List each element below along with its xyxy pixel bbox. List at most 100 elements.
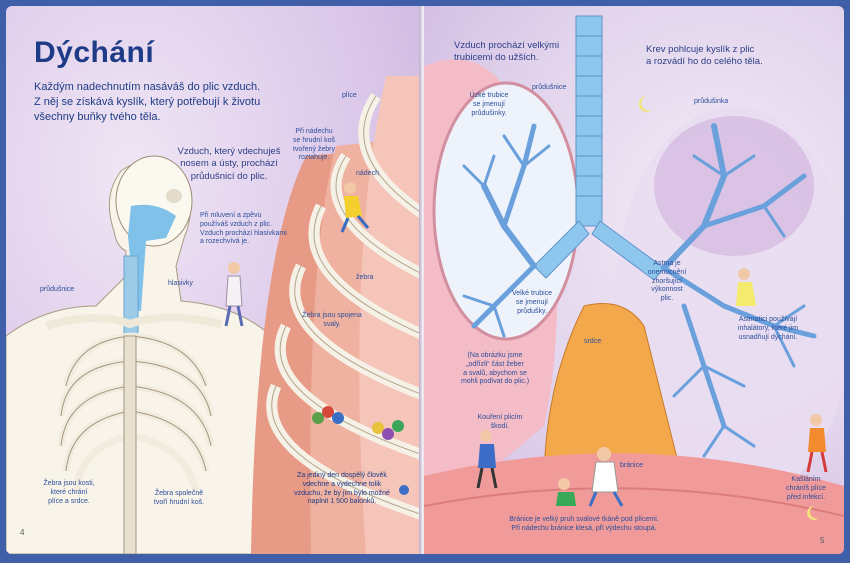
caption-line: Při mluvení a zpěvu	[200, 212, 262, 219]
balloons-caption: Za jediný den dospělý člověk vdechne a v…	[282, 472, 402, 507]
airways-caption: Vzduch prochází velkými trubicemi do užš…	[454, 40, 564, 65]
label-hlasivky: hlasivky	[168, 280, 193, 287]
page-number: 4	[20, 528, 25, 537]
label-prudusinka: průdušinka	[694, 98, 729, 105]
caption-line: zhoršující	[652, 277, 682, 285]
blood-caption: Krev pohlcuje kyslík z plic a rozvádí ho…	[646, 44, 796, 69]
label-prudusnice: průdušnice	[40, 286, 75, 293]
book-spine	[419, 6, 427, 554]
caption-line: Žebra jsou kosti,	[43, 480, 95, 487]
doctor-figure	[588, 447, 624, 507]
cough-caption: Kašláním chráníš plíce před infekcí.	[776, 476, 836, 502]
caption-line: Žebra společně	[154, 490, 204, 497]
caption-line: které chrání	[50, 488, 88, 496]
caption-line: Úzké trubice	[469, 92, 509, 99]
caption-line: se jmenují	[473, 100, 505, 108]
caption-line: naplnit 1 500 balonků.	[307, 498, 377, 506]
cutaway-note: (Na obrázku jsme „odřízli“ část žeber a …	[450, 352, 540, 387]
caption-line: výkonnost	[651, 286, 683, 294]
label-prudusnice: průdušnice	[532, 84, 567, 91]
bronchial-tree-right	[661, 123, 817, 458]
caption-line: Vzduch, který vdechuješ	[177, 146, 281, 157]
intro-line: všechny buňky tvého těla.	[34, 110, 161, 123]
right-illustration	[424, 15, 844, 554]
caption-line: vzduchu, že by jím bylo možné	[294, 489, 390, 497]
moon-decor	[638, 96, 652, 112]
caption-line: před infekcí.	[786, 493, 826, 501]
caption-line: usnadňují dýchání.	[738, 333, 798, 341]
caption-line: průdušnicí do plic.	[190, 170, 268, 182]
caption-line: a svalů, abychom se	[463, 369, 527, 377]
inhaler-caption: Astmatici používají inhalátory, které ji…	[728, 316, 808, 342]
ribs-expand-caption: Při nádechu se hrudní koš tvořený žebry …	[284, 128, 344, 163]
right-page: Vzduch prochází velkými trubicemi do užš…	[424, 6, 844, 554]
caption-line: onemocnění	[647, 268, 687, 276]
caption-line: inhalátory, které jim	[737, 324, 799, 332]
intro-line: Každým nadechnutím nasáváš do plic vzduc…	[34, 81, 261, 93]
diaphragm	[424, 453, 844, 554]
caption-line: Žebra jsou spojena	[302, 312, 362, 319]
breath-caption: Vzduch, který vdechuješ nosem a ústy, pr…	[164, 146, 294, 183]
caption-line: Kašláním	[791, 476, 821, 483]
singer-figure	[224, 262, 244, 327]
caption-line: roztahuje.	[298, 154, 330, 162]
bronchus-left	[533, 220, 590, 279]
caption-line: Bránice je velký pruh svalové tkáně pod …	[509, 516, 659, 523]
windpipe-tube	[575, 15, 603, 227]
collarbone	[44, 313, 222, 330]
diaphragm-line	[424, 487, 844, 517]
caption-line: Při nádechu bránice klesá, při výdechu s…	[511, 524, 657, 532]
page-number: 5	[820, 536, 825, 545]
caption-line: Vzduch prochází velkými	[454, 40, 560, 51]
falling-child-figure	[556, 478, 576, 506]
large-tubes-caption: Velké trubice se jmenují průdušky.	[502, 290, 562, 316]
caption-line: Krev pohlcuje kyslík z plic	[646, 44, 755, 55]
caption-line: Velké trubice	[511, 290, 553, 297]
caption-line: Astma je	[653, 260, 681, 267]
caption-line: trubicemi do užších.	[454, 52, 539, 64]
caption-line: Astmatici používají	[738, 316, 798, 323]
caption-line: nosem a ústy, prochází	[180, 158, 278, 170]
label-rib-cage: Žebra společně tvoří hrudní koš.	[144, 490, 214, 508]
caption-line: plic.	[660, 295, 674, 302]
label-zebra: žebra	[356, 274, 374, 281]
asthma-caption: Astma je onemocnění zhoršující výkonnost…	[642, 260, 692, 304]
caption-line: Při nádechu	[295, 128, 333, 135]
smoking-caption: Kouření plicím škodí.	[470, 414, 530, 432]
caption-line: (Na obrázku jsme	[467, 352, 523, 359]
singer-caption: Při mluvení a zpěvu používáš vzduch z pl…	[200, 212, 310, 247]
label-muscles: Žebra jsou spojena svaly.	[292, 312, 372, 330]
caption-line: tvoří hrudní koš.	[153, 498, 205, 506]
caption-line: vdechne a vydechne tolik	[302, 480, 382, 488]
caption-line: Kouření plicím	[477, 414, 523, 421]
caption-line: plíce a srdce.	[48, 497, 90, 505]
windpipe-rings	[576, 35, 602, 197]
child-figure	[340, 182, 370, 233]
caption-line: chráníš plíce	[786, 484, 826, 492]
left-illustration	[6, 76, 422, 554]
bronchus-right	[591, 220, 665, 281]
caption-line: „odřízli“ část žeber	[466, 360, 524, 368]
spine	[123, 335, 137, 554]
caption-line: škodí.	[490, 422, 510, 430]
rib-outline	[60, 335, 212, 472]
intro-text: Každým nadechnutím nasáváš do plic vzduc…	[34, 80, 334, 125]
moon-decor	[807, 506, 819, 520]
label-plice: plíce	[342, 92, 357, 99]
label-branice: bránice	[620, 462, 643, 469]
diaphragm-caption: Bránice je velký pruh svalové tkáně pod …	[464, 516, 704, 534]
caption-line: svaly.	[323, 320, 341, 328]
caption-line: používáš vzduch z plic.	[200, 220, 272, 228]
small-tubes-caption: Úzké trubice se jmenují průdušinky.	[464, 92, 514, 118]
caption-line: a rozechvívá je.	[200, 238, 250, 246]
intro-line: Z něj se získává kyslík, který potřebují…	[34, 95, 261, 108]
label-ribs-protect: Žebra jsou kosti, které chrání plíce a s…	[34, 480, 104, 506]
coughing-child-figure	[806, 414, 828, 473]
caption-line: a rozvádí ho do celého těla.	[646, 56, 763, 68]
inhaler-child-figure	[736, 268, 756, 306]
label-srdce: srdce	[584, 338, 602, 345]
balloons	[312, 406, 409, 495]
caption-line: tvořený žebry	[292, 145, 336, 153]
caption-line: se jmenují	[516, 298, 548, 306]
bronchial-tree-left	[462, 123, 551, 338]
